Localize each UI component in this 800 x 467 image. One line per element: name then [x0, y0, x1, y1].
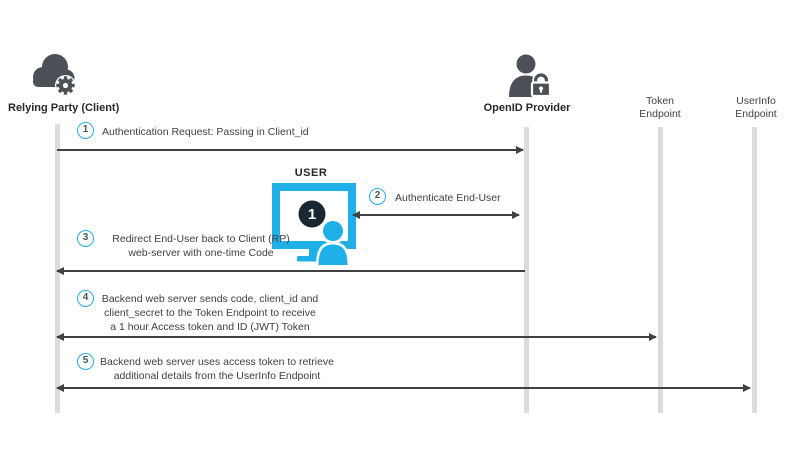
arrowhead-right-icon [516, 146, 524, 154]
token-endpoint-line1: Token [645, 95, 675, 107]
actor-label-token-endpoint: Token Endpoint [632, 95, 688, 121]
user-lock-icon [509, 54, 552, 98]
step-4-line-1: Backend web server sends code, client_id… [101, 293, 319, 305]
step-3-line-2: web-server with one-time Code [128, 247, 274, 259]
arrow-step-2 [352, 211, 520, 219]
step-2-number-badge: 2 [369, 188, 386, 205]
step-1-text: Authentication Request: Passing in Clien… [102, 126, 309, 138]
user-silhouette [316, 218, 350, 265]
token-endpoint-line2: Endpoint [639, 108, 681, 120]
lifeline-token-endpoint [658, 127, 663, 413]
arrowhead-left-icon [56, 384, 64, 392]
step-5-line-2: additional details from the UserInfo End… [113, 370, 321, 382]
step-5-line-1: Backend web server uses access token to … [99, 356, 335, 368]
actor-label-openid-provider: OpenID Provider [483, 102, 571, 114]
lifeline-openid-provider [524, 127, 529, 413]
step-4-line-3: a 1 hour Access token and ID (JWT) Token [110, 321, 310, 333]
user-label: USER [294, 167, 328, 179]
arrow-step-5 [56, 384, 751, 392]
step-4-line-2: client_secret to the Token Endpoint to r… [104, 307, 316, 319]
arrowhead-left-icon [56, 267, 64, 275]
arrowhead-right-icon [649, 333, 657, 341]
arrow-step-3 [56, 267, 525, 275]
step-1-number-badge: 1 [77, 122, 94, 139]
monitor-badge-number: 1 [308, 206, 316, 223]
step-4-number-badge: 4 [77, 290, 94, 307]
step-4-text: Backend web server sends code, client_id… [94, 292, 326, 334]
lifeline-userinfo-endpoint [752, 127, 757, 413]
arrowhead-left-icon [352, 211, 360, 219]
arrow-step-4 [56, 333, 657, 341]
actor-label-relying-party: Relying Party (Client) [8, 102, 120, 114]
userinfo-endpoint-line1: UserInfo [736, 95, 776, 107]
arrowhead-left-icon [56, 333, 64, 341]
arrowhead-right-icon [743, 384, 751, 392]
step-3-line-1: Redirect End-User back to Client (RP) [112, 233, 290, 245]
step-3-text: Redirect End-User back to Client (RP) we… [94, 232, 308, 260]
arrow-step-1 [57, 146, 524, 154]
actor-label-userinfo-endpoint: UserInfo Endpoint [725, 95, 787, 121]
cloud-gear-icon [33, 54, 76, 96]
userinfo-endpoint-line2: Endpoint [735, 108, 777, 120]
step-3-number-badge: 3 [77, 230, 94, 247]
step-5-text: Backend web server uses access token to … [94, 355, 340, 383]
step-2-text: Authenticate End-User [395, 192, 501, 204]
step-5-number-badge: 5 [77, 353, 94, 370]
arrowhead-right-icon [512, 211, 520, 219]
